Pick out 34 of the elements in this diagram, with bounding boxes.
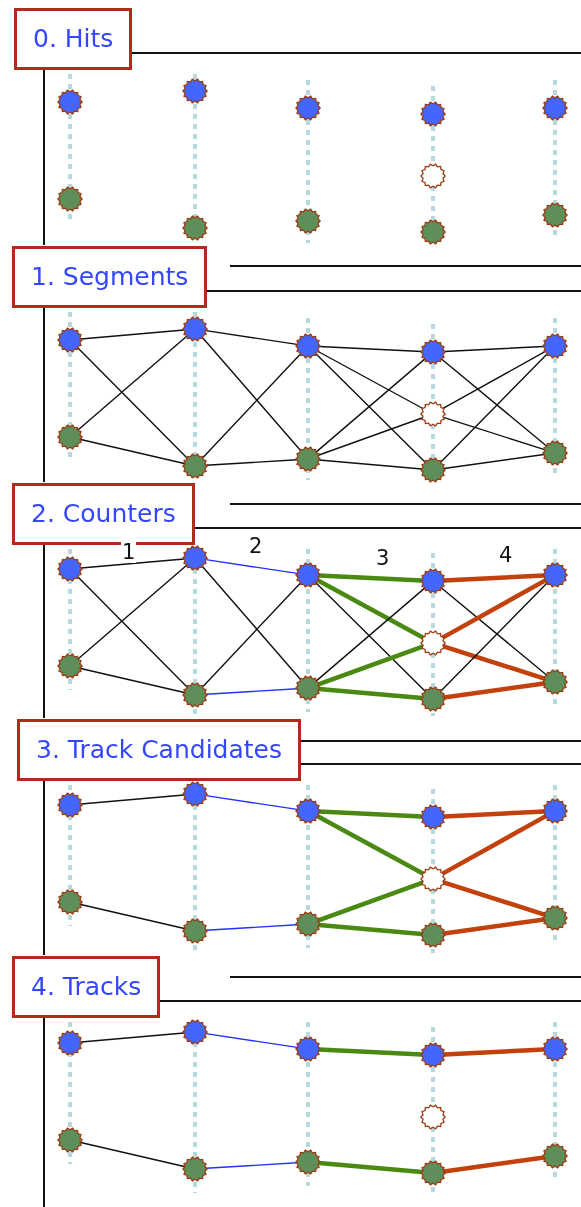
hit-connection-line xyxy=(201,582,302,688)
hit-connection-line xyxy=(318,345,423,353)
hit-connection-line xyxy=(77,347,188,459)
hit-connection-line xyxy=(201,336,302,452)
hit-connection-line xyxy=(80,1141,185,1168)
hit-connection-line xyxy=(443,345,545,353)
hit-connection-line xyxy=(80,903,185,930)
panel-title: 4. Tracks xyxy=(12,956,161,1018)
hit-connection-line xyxy=(441,880,547,917)
hit-connection-line xyxy=(440,578,548,640)
counter-number: 1 xyxy=(121,542,137,563)
hit-connection-line xyxy=(317,417,424,456)
hit-connection-line xyxy=(201,353,302,459)
hit-connection-line xyxy=(201,565,302,681)
hit-connection-line xyxy=(315,578,426,640)
hit-connection-line xyxy=(440,582,548,692)
hit-connection-line xyxy=(316,880,425,923)
hit-connection-line xyxy=(440,587,548,676)
hit-connection-line xyxy=(440,353,548,463)
hit-connection-line xyxy=(316,350,425,410)
hit-connection-line xyxy=(315,814,426,876)
hit-connection-line xyxy=(441,644,547,681)
hit-connection-line xyxy=(77,576,188,688)
hit-connection-line xyxy=(441,350,547,410)
panel-title: 0. Hits xyxy=(14,8,133,70)
hit-connection-line xyxy=(80,438,185,465)
hit-connection-line xyxy=(316,644,425,687)
panel-title: 1. Segments xyxy=(12,246,208,308)
hit-connection-line xyxy=(440,358,548,447)
hit-connection-line xyxy=(77,335,188,431)
hit-connection-line xyxy=(77,564,188,660)
panel-title: 3. Track Candidates xyxy=(17,719,301,781)
hit-connection-line xyxy=(80,667,185,694)
hit-connection-line xyxy=(440,814,548,876)
